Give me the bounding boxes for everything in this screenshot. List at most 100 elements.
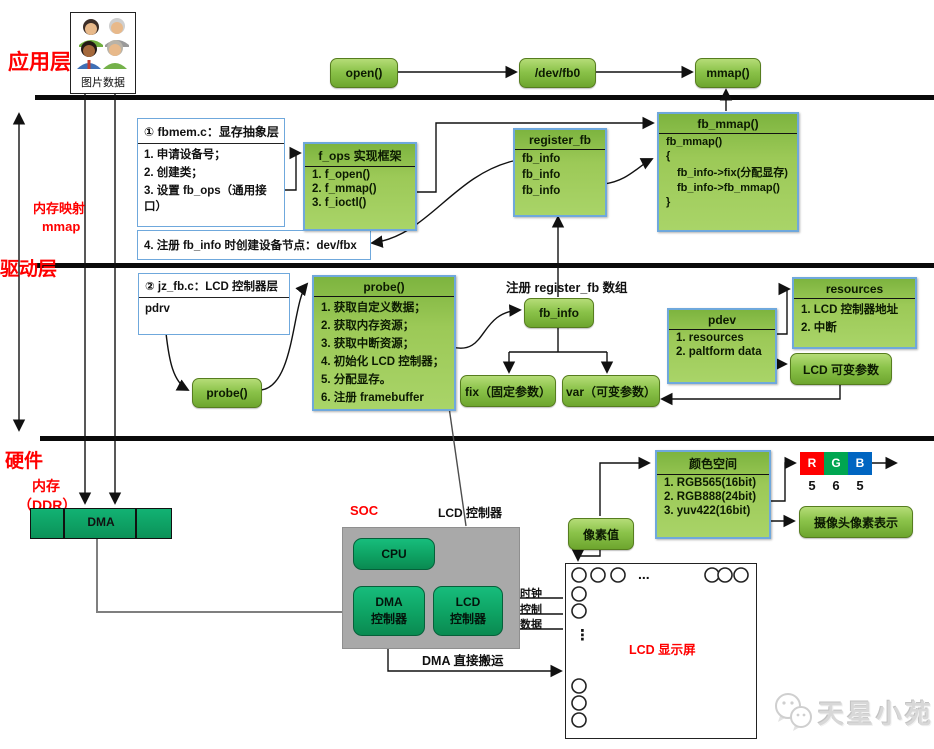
image-data-box: 图片数据 [70,12,136,94]
probe-item-4: 4. 初始化 LCD 控制器； [321,356,445,368]
dma-memory-bar: DMA [30,508,172,539]
hardware-layer-label: 硬件 [5,451,44,472]
lcd-controller-caption: LCD 控制器 [438,506,502,520]
colorspace-title: 颜色空间 [657,452,769,475]
driver-layer-label: 驱动层 [0,259,58,280]
pdev-item-2: 2. paltform data [676,346,762,358]
image-data-caption: 图片数据 [81,77,125,89]
fb-info-chip: fb_info [524,298,594,328]
lcd-controller-chip: LCD 控制器 [433,586,503,636]
dma-controller-line2: 控制器 [370,612,407,626]
mmap-call-chip: mmap() [695,58,761,88]
rgb-bits-r: 5 [808,478,816,493]
probe-item-6: 6. 注册 framebuffer [321,392,424,404]
resources-box-title: resources [794,279,915,299]
rgb-g-cell: G [824,452,848,475]
cpu-chip: CPU [353,538,435,570]
fb-mmap-line-4: fb_info->fb_mmap() [677,182,780,194]
probe-item-3: 3. 获取中断资源； [321,338,415,350]
fops-item-1: 1. f_open() [312,169,371,181]
register-fb-entry-3: fb_info [522,185,561,197]
register-fb-entry-1: fb_info [522,153,561,165]
fbmem-item-1: 1. 申请设备号； [144,149,226,161]
pixel-ellipsis-vertical: ⋮ [575,627,590,644]
watermark: 天星小苑 [770,690,934,734]
pdev-box-title: pdev [669,310,775,330]
colorspace-item-2: 2. RGB888(24bit) [664,491,757,503]
rgb-bits-b: 5 [856,478,864,493]
fb-mmap-box: fb_mmap() fb_mmap() { fb_info->fix(分配显存)… [657,112,799,232]
probe-box-title: probe() [314,277,454,297]
probe-item-5: 5. 分配显存。 [321,374,392,386]
fb-mmap-line-2: { [666,150,671,162]
fops-box-title: f_ops 实现框架 [305,144,415,167]
pdev-item-1: 1. resources [676,332,744,344]
jzfb-box: ② jz_fb.c：LCD 控制器层 pdrv [138,273,290,335]
fb-mmap-title: fb_mmap() [659,114,797,134]
dma-bar-divider-left [63,509,65,538]
fb-mmap-line-5: } [666,196,671,208]
open-call-chip: open() [330,58,398,88]
soc-label: SOC [350,503,379,518]
register-fb-title: register_fb [515,130,605,150]
probe-item-1: 1. 获取自定义数据； [321,302,426,314]
fix-params-chip: fix（固定参数） [460,375,556,407]
wechat-icon [775,693,812,731]
pixel-ellipsis-horizontal: ... [638,566,650,582]
layer-divider-driver-hardware [40,436,934,441]
fops-box: f_ops 实现框架 1. f_open() 2. f_mmap() 3. f_… [303,142,417,231]
jzfb-pdrv: pdrv [145,303,170,315]
fb-mmap-line-1: fb_mmap() [666,136,723,148]
rgb-b-cell: B [848,452,872,475]
camera-pixel-chip: 摄像头像素表示 [799,506,913,538]
fb-mmap-line-3: fb_info->fix(分配显存) [677,167,788,179]
dma-bar-label: DMA [87,515,115,529]
resources-box: resources 1. LCD 控制器地址 2. 中断 [792,277,917,349]
dma-bar-divider-right [135,509,137,538]
jzfb-box-title: ② jz_fb.c：LCD 控制器层 [139,274,289,298]
probe-box: probe() 1. 获取自定义数据； 2. 获取内存资源； 3. 获取中断资源… [312,275,456,411]
signal-data-label: 数据 [520,619,542,631]
dma-controller-chip: DMA 控制器 [353,586,425,636]
signal-control-label: 控制 [520,604,542,616]
rgb-r-cell: R [800,452,824,475]
dev-fb0-chip: /dev/fb0 [519,58,596,88]
lcd-pixel-grid [571,567,749,728]
lcd-screen-box: ... ⋮ LCD 显示屏 [565,563,757,739]
probe-chip: probe() [192,378,262,408]
fops-item-2: 2. f_mmap() [312,183,377,195]
watermark-text: 天星小苑 [818,698,934,729]
note4-text: 4. 注册 fb_info 时创建设备节点：dev/fbx [144,240,357,252]
probe-item-2: 2. 获取内存资源； [321,320,415,332]
lcd-controller-line2: 控制器 [449,612,486,626]
var-params-chip: var（可变参数） [562,375,660,407]
colorspace-item-1: 1. RGB565(16bit) [664,477,757,489]
dma-direct-move-note: DMA 直接搬运 [422,654,504,668]
pixel-value-chip: 像素值 [568,518,634,550]
layer-divider-app-driver [35,95,934,100]
lcd-controller-line1: LCD [455,594,481,609]
register-fb-box: register_fb fb_info fb_info fb_info [513,128,607,217]
signal-clock-label: 时钟 [520,588,542,600]
colorspace-box: 颜色空间 1. RGB565(16bit) 2. RGB888(24bit) 3… [655,450,771,539]
memory-map-note-line1: 内存映射 [33,201,86,216]
lcd-screen-label: LCD 显示屏 [629,643,696,657]
rgb-bits-g: 6 [832,478,840,493]
fbmem-box-title: ① fbmem.c：显存抽象层 [138,119,284,144]
fops-item-3: 3. f_ioctl() [312,197,367,209]
register-array-note: 注册 register_fb 数组 [506,281,628,295]
register-fb-entry-2: fb_info [522,169,561,181]
fbmem-item-2: 2. 创建类； [144,167,203,179]
memory-map-note-line2: mmap [42,219,81,234]
app-layer-label: 应用层 [8,51,71,74]
colorspace-item-3: 3. yuv422(16bit) [664,505,751,517]
dma-controller-line1: DMA [375,594,403,609]
fbmem-box: ① fbmem.c：显存抽象层 1. 申请设备号； 2. 创建类； 3. 设置 … [137,118,285,227]
cpu-label: CPU [381,547,407,561]
lcd-var-params-chip: LCD 可变参数 [790,353,892,385]
memory-ddr-label-line1: 内存 [32,478,60,494]
layer-divider-driver-driver2 [35,263,934,268]
fbmem-item-3: 3. 设置 fb_ops（通用接口） [144,185,267,213]
users-clipart-icon [77,18,129,69]
